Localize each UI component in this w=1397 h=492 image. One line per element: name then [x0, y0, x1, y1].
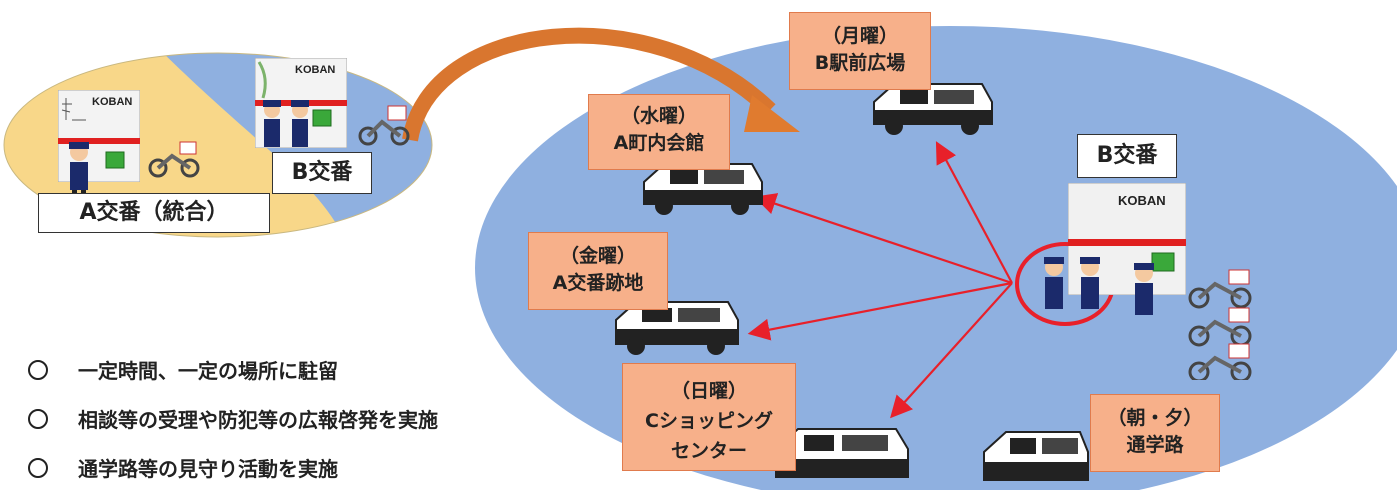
bullet-text: 通学路等の見守り活動を実施 — [78, 457, 338, 481]
bullet-text: 相談等の受理や防犯等の広報啓発を実施 — [78, 408, 438, 432]
stop-friday-day: （金曜） — [559, 245, 636, 267]
bullet-item: 相談等の受理や防犯等の広報啓発を実施 — [28, 394, 438, 443]
stop-friday: （金曜） A交番跡地 — [528, 232, 668, 310]
police-officer-icon — [62, 140, 96, 200]
circle-bullet-icon — [28, 408, 48, 429]
police-car-icon — [772, 425, 912, 489]
stop-sunday-day: （日曜） — [670, 380, 747, 402]
koban-a-sign: KOBAN — [92, 96, 133, 108]
stop-wednesday: （水曜） A町内会館 — [588, 94, 730, 170]
koban-b-title: B交番 — [1077, 134, 1177, 178]
police-officer-icon — [258, 98, 316, 158]
stop-sunday: （日曜） Cショッピング センター — [622, 363, 796, 471]
motorcycles-icon — [1185, 268, 1257, 384]
koban-b-main-sign: KOBAN — [1118, 193, 1166, 208]
stop-friday-place: A交番跡地 — [552, 272, 644, 294]
label-koban-a-merged: A交番（統合） — [38, 193, 270, 233]
police-car-icon — [980, 428, 1092, 490]
merge-arrow — [402, 27, 776, 142]
bullet-list: 一定時間、一定の場所に駐留 相談等の受理や防犯等の広報啓発を実施 通学路等の見守… — [28, 345, 438, 492]
bullet-item: 一定時間、一定の場所に駐留 — [28, 345, 438, 394]
stop-morning-evening: （朝・夕） 通学路 — [1090, 394, 1220, 472]
police-car-icon — [640, 160, 765, 220]
koban-a-building-icon: KOBAN — [57, 89, 141, 183]
police-officer-group-icon — [1038, 255, 1160, 321]
stop-monday-place: B駅前広場 — [814, 52, 906, 74]
stop-monday: （月曜） B駅前広場 — [789, 12, 931, 90]
bullet-item: 通学路等の見守り活動を実施 — [28, 443, 438, 492]
police-car-icon — [870, 80, 995, 140]
motorcycle-icon — [148, 140, 200, 182]
police-car-icon — [612, 298, 742, 360]
stop-sunday-place: Cショッピング — [645, 410, 773, 432]
stop-monday-day: （月曜） — [821, 25, 898, 47]
stop-morning-evening-place: 通学路 — [1126, 434, 1184, 456]
circle-bullet-icon — [28, 457, 48, 478]
label-koban-b: B交番 — [272, 152, 372, 194]
stop-sunday-place-line2: センター — [670, 440, 747, 462]
dispatch-arrows — [747, 141, 1013, 419]
koban-b-sign: KOBAN — [295, 64, 336, 76]
stop-wednesday-day: （水曜） — [620, 105, 697, 127]
stop-wednesday-place: A町内会館 — [613, 132, 705, 154]
motorcycle-icon — [358, 100, 410, 152]
stop-morning-evening-day: （朝・夕） — [1107, 407, 1203, 429]
bullet-text: 一定時間、一定の場所に駐留 — [78, 359, 338, 383]
circle-bullet-icon — [28, 359, 48, 380]
